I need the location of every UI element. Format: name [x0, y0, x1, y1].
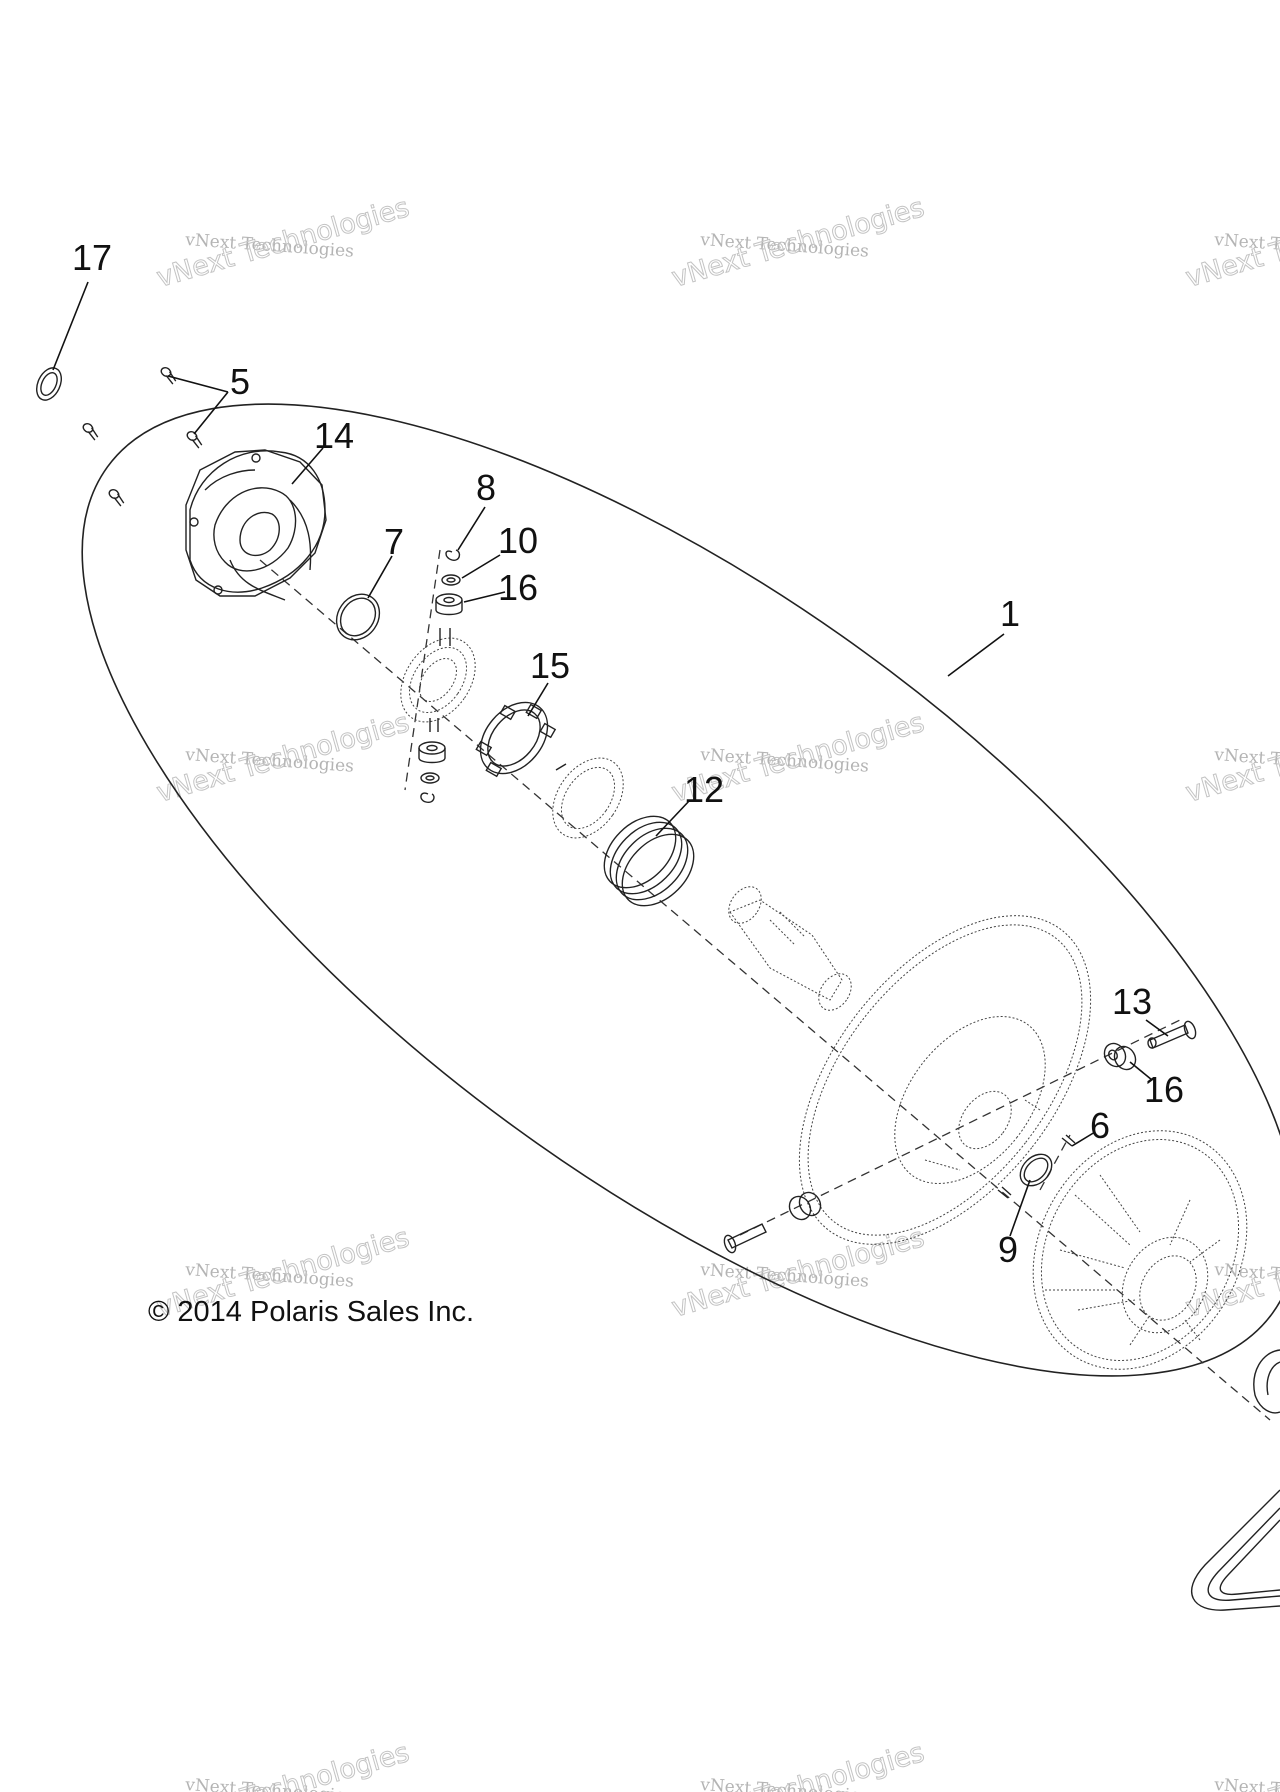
part-shaft	[728, 886, 852, 1011]
center-axis	[259, 559, 1271, 1421]
copyright-notice: © 2014 Polaris Sales Inc.	[148, 1296, 474, 1328]
pin-axis-1	[404, 549, 441, 791]
callout-10: 10	[498, 520, 538, 561]
pin-axis-2	[739, 1019, 1181, 1236]
part-sheave	[798, 915, 1092, 1245]
part-washer-lower	[420, 772, 440, 784]
part-roller-lower-left	[788, 1191, 822, 1221]
part-16-roller-upper	[435, 593, 463, 616]
part-7-snap-ring	[335, 593, 381, 641]
callout-16-lower: 16	[1144, 1069, 1184, 1110]
part-14-cover	[185, 449, 327, 601]
part-9-ring	[1019, 1153, 1053, 1187]
part-12-spring	[603, 815, 695, 907]
part-6-pins	[997, 1134, 1076, 1199]
assembly-outline	[81, 403, 1280, 1377]
pin-axis-3	[1039, 1134, 1071, 1191]
callout-16-upper: 16	[498, 567, 538, 608]
part-roller-lower	[418, 741, 446, 764]
part-spider	[400, 628, 476, 732]
watermark-text: vNext Technologies	[1213, 1775, 1280, 1792]
part-13-pin	[1147, 1020, 1197, 1049]
callout-14: 14	[314, 415, 354, 456]
part-spring-seat	[552, 757, 624, 839]
callout-8: 8	[476, 467, 496, 508]
callout-17: 17	[72, 237, 112, 278]
part-17-oring	[36, 367, 62, 401]
callouts: 17 5 14 8 10 16 7 1 15 12 13 16 6 9	[72, 237, 1184, 1270]
callout-13: 13	[1112, 981, 1152, 1022]
callout-12: 12	[684, 769, 724, 810]
part-15-button-ring	[475, 701, 557, 778]
part-movable-sheave	[1032, 1130, 1248, 1370]
callout-5: 5	[230, 361, 250, 402]
leader-lines	[52, 281, 1169, 1237]
callout-6: 6	[1090, 1105, 1110, 1146]
callout-1: 1	[1000, 593, 1020, 634]
callout-15: 15	[530, 645, 570, 686]
part-16-roller-right	[1103, 1042, 1137, 1071]
part-8-clip-upper	[445, 549, 461, 561]
part-10-washer-upper	[441, 574, 461, 586]
part-clip-lower	[420, 792, 435, 804]
part-belt	[1191, 1489, 1280, 1611]
callout-9: 9	[998, 1229, 1018, 1270]
part-pin-lower	[723, 1223, 767, 1254]
part-hub-edge	[1253, 1349, 1280, 1414]
callout-7: 7	[384, 521, 404, 562]
part-5-screws	[82, 367, 203, 507]
